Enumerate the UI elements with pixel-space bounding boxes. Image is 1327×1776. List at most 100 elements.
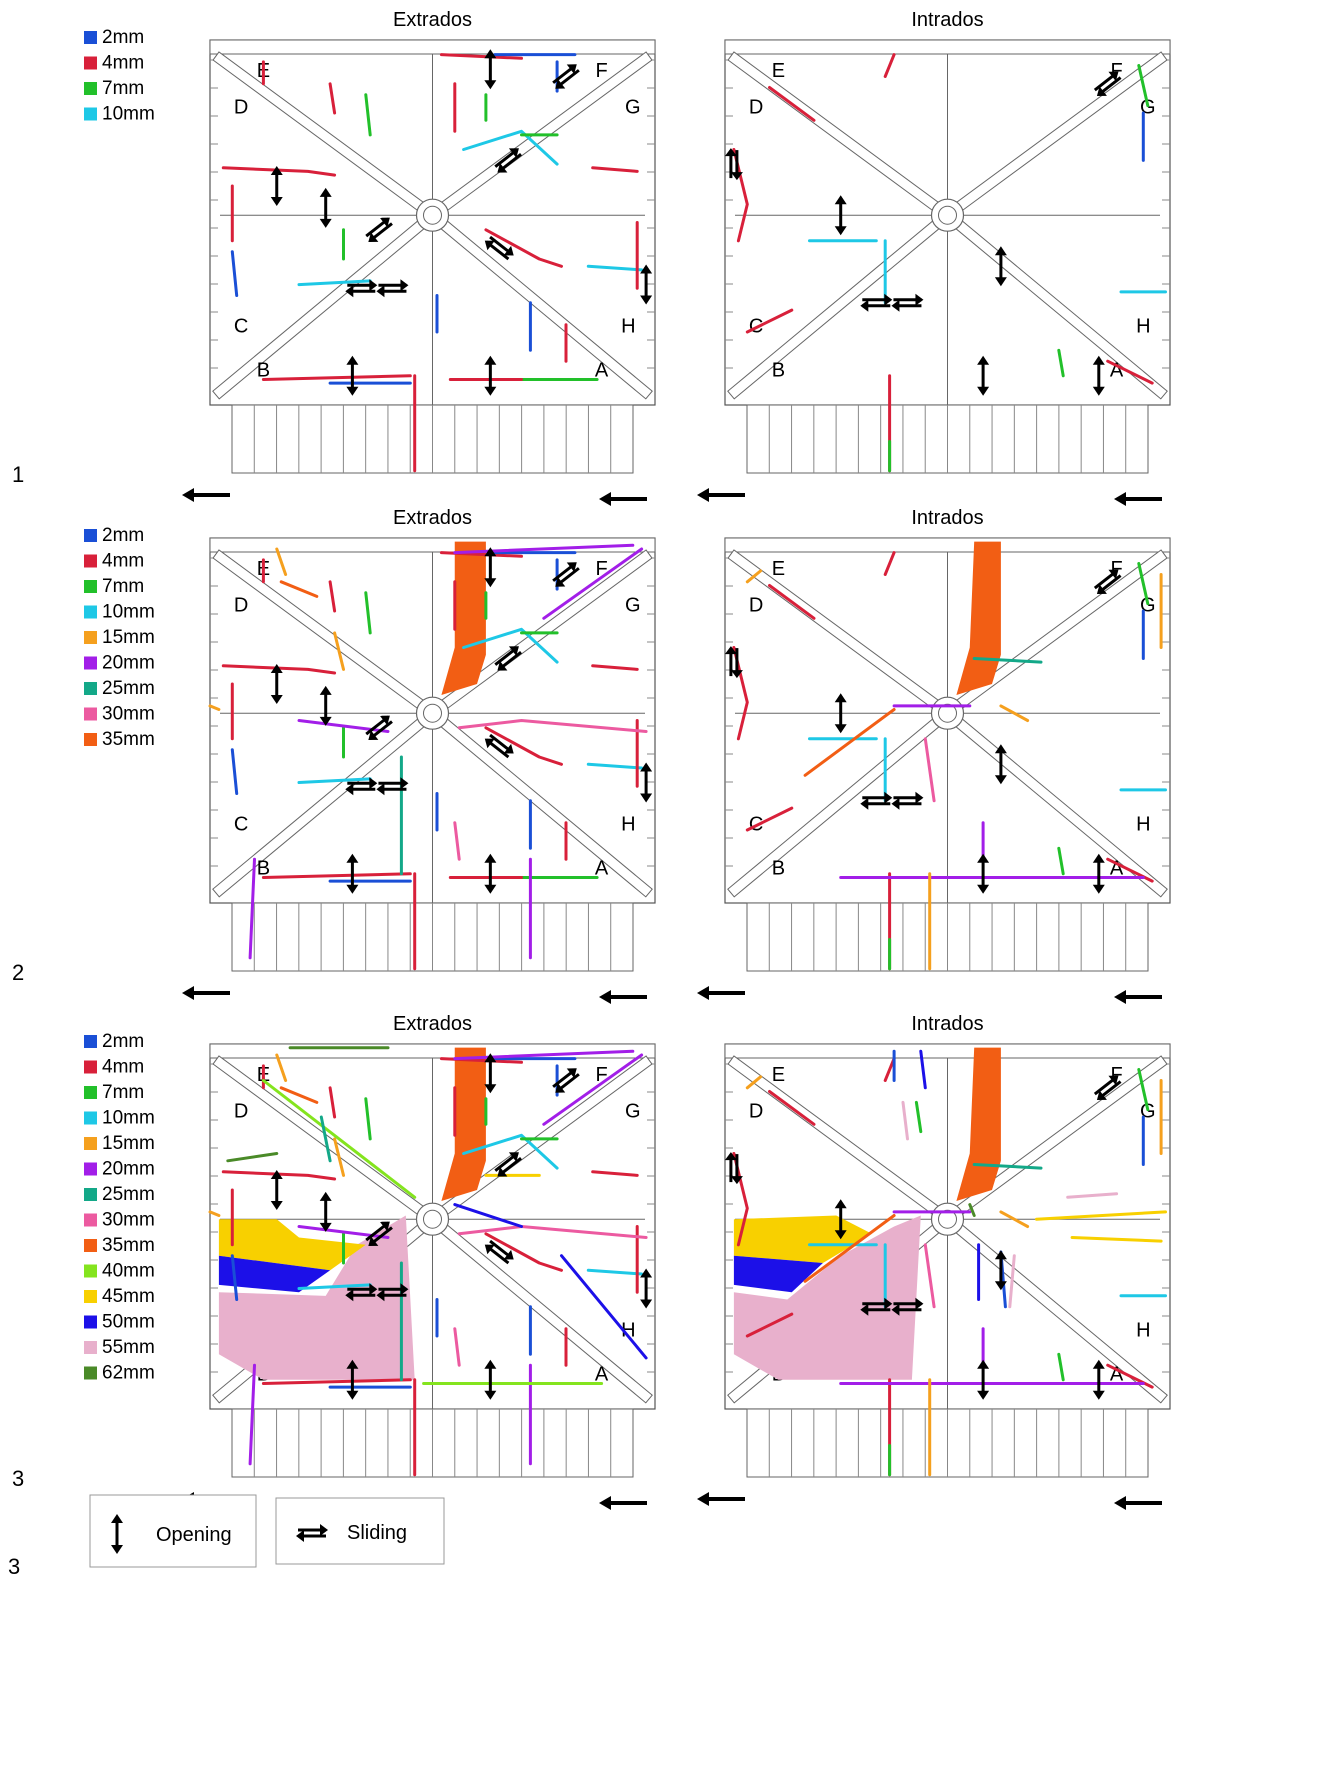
stage-number-overflow: 3 [8, 1554, 20, 1579]
opening-symbol [269, 164, 285, 208]
legend-swatch [84, 1366, 97, 1380]
opening-symbol [269, 662, 285, 706]
opening-horizontal-symbol [858, 292, 894, 314]
legend-label: 10mm [102, 602, 155, 623]
legend-label: 30mm [102, 1210, 155, 1231]
legend-swatch [84, 1137, 97, 1150]
crack-30mm [457, 719, 648, 733]
crack-35mm [803, 1214, 896, 1283]
legend-swatch [84, 1035, 97, 1048]
opening-symbol [975, 1358, 991, 1402]
central-boss-inner [423, 1209, 442, 1229]
opening-symbol [1091, 1358, 1107, 1402]
crack-region-45mm [733, 1215, 872, 1263]
crack-10mm [586, 264, 644, 272]
crack-2mm [230, 1254, 239, 1301]
crack-20mm [542, 1053, 644, 1126]
node-label-d: D [749, 595, 763, 617]
opening-symbol [482, 354, 498, 398]
color-legend: 2mm4mm7mm10mm15mm20mm25mm30mm35mm40mm45m… [84, 1031, 155, 1384]
legend-swatch [84, 554, 97, 568]
crack-7mm [1137, 64, 1150, 108]
crack-4mm [591, 664, 639, 671]
load-arrow [1112, 1494, 1164, 1512]
opening-horizontal-symbol [374, 775, 410, 797]
node-label-h: H [621, 316, 635, 338]
opening-horizontal-symbol [889, 292, 925, 314]
crack-4mm [883, 551, 896, 576]
load-arrow [180, 984, 232, 1002]
node-label-d: D [234, 595, 248, 617]
stage-number: 1 [12, 462, 24, 487]
legend-label: 7mm [102, 576, 144, 597]
crack-20mm [453, 543, 635, 555]
opening-key: Opening [89, 1494, 257, 1568]
extrados-title: Extrados [393, 9, 472, 31]
legend-label: 25mm [102, 1184, 155, 1205]
legend-label: 25mm [102, 678, 155, 699]
sliding-key: Sliding [275, 1497, 445, 1565]
node-label-d: D [234, 1101, 248, 1123]
opening-horizontal-symbol [858, 790, 894, 812]
legend-label: 15mm [102, 1133, 155, 1154]
legend-label: 45mm [102, 1286, 155, 1307]
node-label-d: D [749, 97, 763, 119]
crack-15mm [999, 704, 1030, 722]
diagonal-rib [428, 210, 653, 400]
central-boss-inner [423, 703, 442, 723]
legend-label: 50mm [102, 1312, 155, 1333]
legend-swatch [84, 733, 97, 746]
load-arrow [597, 1494, 649, 1512]
crack-62mm [968, 1203, 976, 1217]
opening-symbol [482, 1358, 498, 1402]
crack-15mm [275, 1053, 288, 1082]
crack-4mm [221, 166, 337, 177]
crack-15mm [333, 1137, 345, 1177]
crack-10mm [462, 129, 559, 166]
load-arrow [1112, 490, 1164, 508]
load-arrow [695, 984, 747, 1002]
crack-4mm [439, 53, 523, 60]
legend-swatch [84, 1290, 97, 1303]
legend-label: 30mm [102, 704, 155, 725]
crack-10mm [297, 279, 372, 287]
crack-20mm [248, 857, 256, 960]
opening-symbol [975, 852, 991, 896]
crack-35mm [279, 580, 319, 598]
legend-swatch [84, 529, 97, 542]
legend-label: 35mm [102, 729, 155, 750]
opening-symbol [1091, 852, 1107, 896]
crack-45mm [1035, 1210, 1167, 1221]
crack-25mm [319, 1115, 332, 1163]
crack-30mm [923, 737, 936, 803]
crack-4mm [484, 1232, 563, 1272]
crack-50mm [560, 1254, 648, 1360]
sliding-symbol [723, 1150, 745, 1186]
stage-number: 3 [12, 1466, 24, 1491]
legend-swatch [84, 707, 97, 721]
crack-20mm [453, 1049, 635, 1061]
legend-swatch [84, 1060, 97, 1074]
node-label-b: B [257, 360, 270, 382]
node-label-h: H [621, 814, 635, 836]
top-rib [724, 39, 1171, 55]
legend-swatch [84, 682, 97, 695]
opening-symbol [482, 852, 498, 896]
crack-15mm [745, 569, 763, 584]
crack-7mm [1057, 846, 1065, 876]
legend-label: 2mm [102, 1031, 144, 1052]
crack-20mm [542, 547, 644, 620]
legend-label: 40mm [102, 1261, 155, 1282]
intrados-title: Intrados [911, 507, 983, 529]
crack-20mm [248, 1363, 256, 1466]
crack-10mm [586, 1268, 644, 1276]
node-label-h: H [1136, 1320, 1150, 1342]
legend-swatch [84, 1086, 97, 1099]
crack-4mm [261, 374, 412, 381]
diagonal-rib [428, 708, 653, 898]
legend-label: 35mm [102, 1235, 155, 1256]
node-label-d: D [234, 97, 248, 119]
